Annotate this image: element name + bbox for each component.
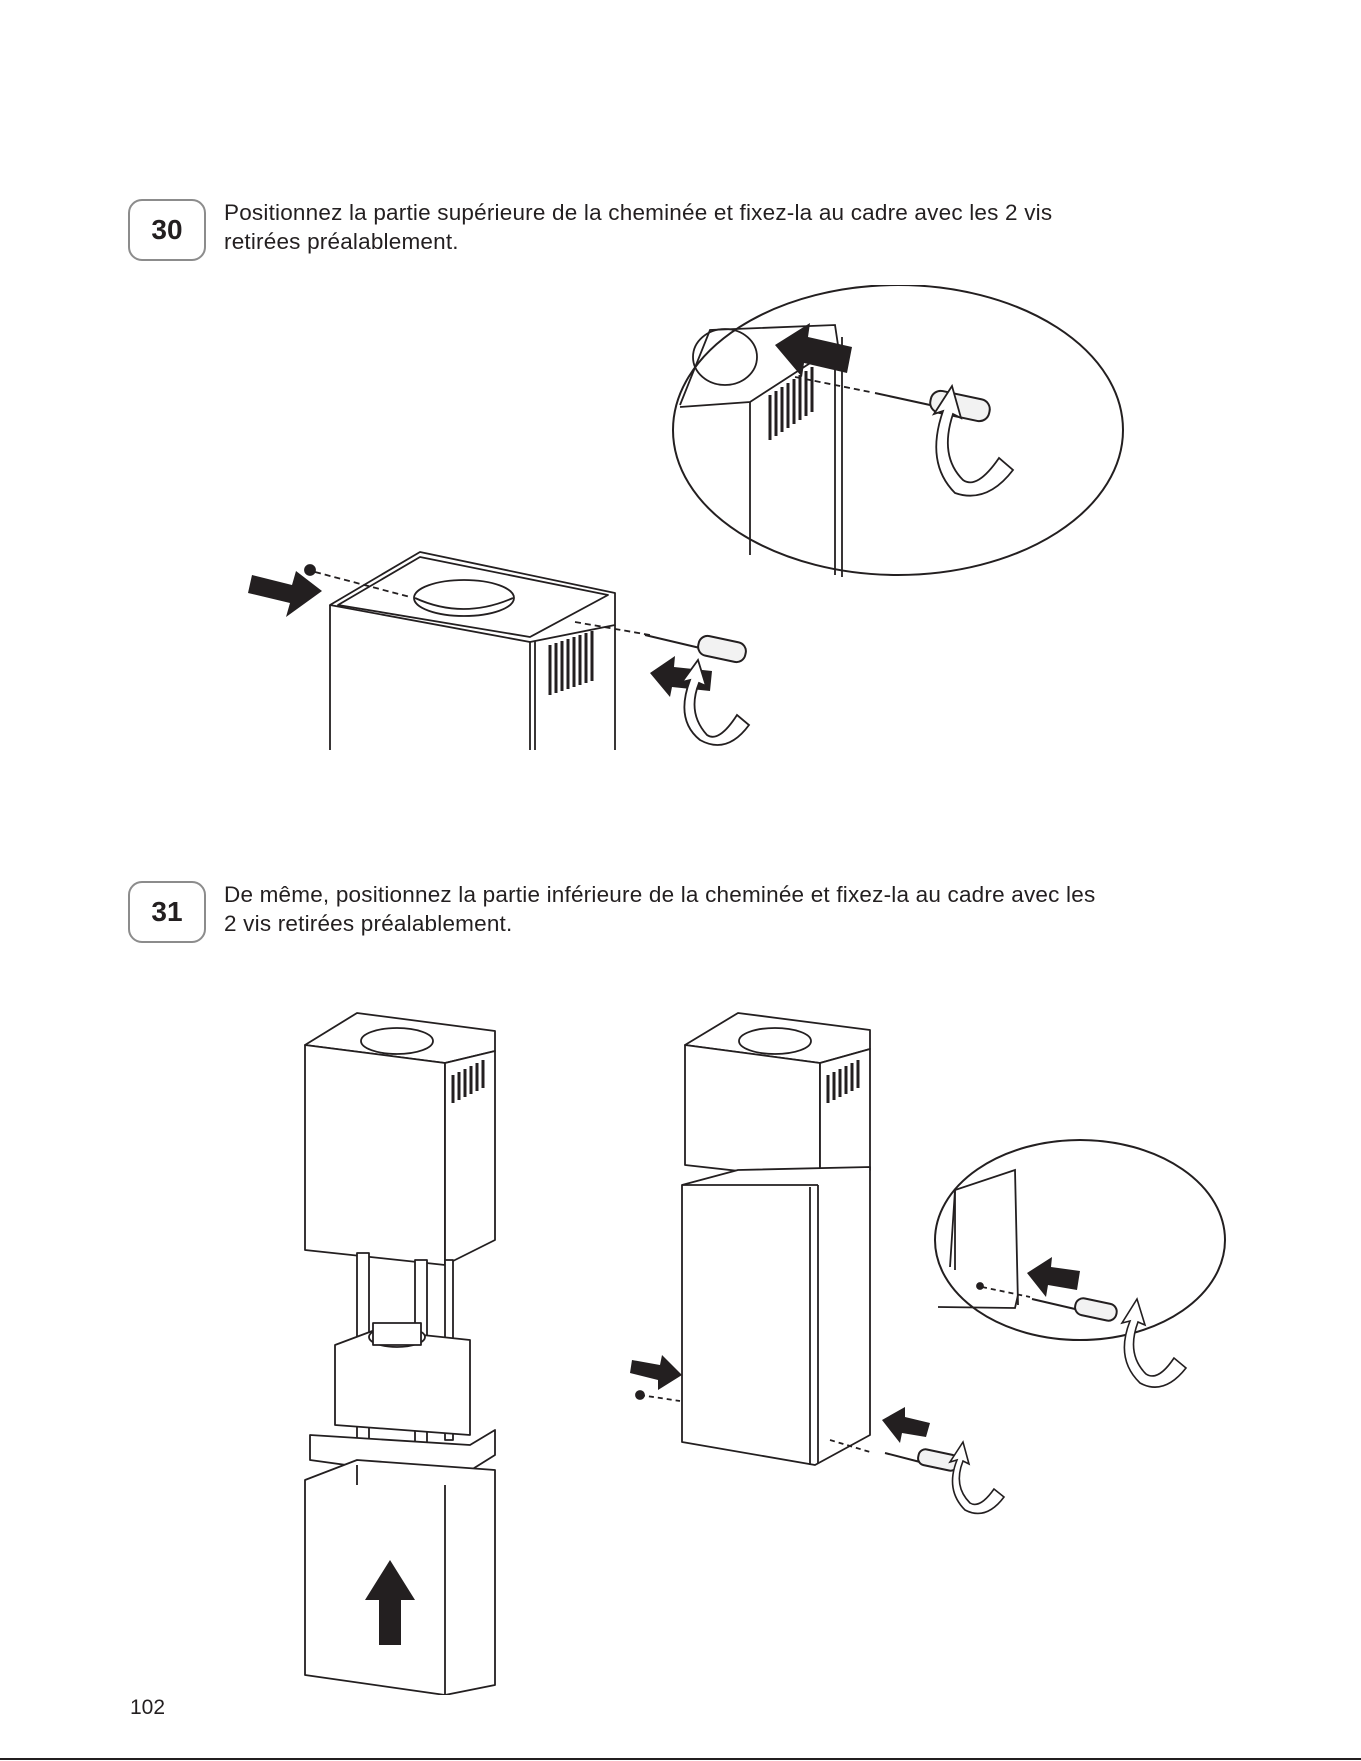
step-instruction: De même, positionnez la partie inférieur… [224,880,1095,938]
instruction-line: De même, positionnez la partie inférieur… [224,880,1095,909]
screwdriver-icon [1032,1297,1118,1322]
arrow-icon [630,1355,682,1390]
arrow-icon [882,1407,930,1443]
upper-chimney-installation-illustration [230,285,1150,755]
rotate-arrow-icon [1122,1299,1186,1387]
screwdriver-icon [885,1448,959,1472]
screwdriver-icon [875,389,992,423]
step-number-badge: 30 [128,199,206,261]
step-instruction: Positionnez la partie supérieure de la c… [224,198,1052,256]
bottom-rule [0,1758,1361,1760]
screwdriver-icon [645,634,748,664]
rotate-arrow-icon [682,660,749,745]
instruction-line: Positionnez la partie supérieure de la c… [224,198,1052,227]
step-number: 31 [151,896,182,928]
arrow-icon [1027,1257,1080,1297]
lower-chimney-fixing-illustration [620,1005,1240,1525]
rotate-arrow-icon [950,1442,1004,1513]
instruction-line: 2 vis retirées préalablement. [224,909,1095,938]
step-number-badge: 31 [128,881,206,943]
arrow-icon [248,571,322,617]
lower-chimney-insertion-illustration [295,1005,515,1695]
page-number: 102 [130,1696,165,1720]
step-number: 30 [151,214,182,246]
instruction-line: retirées préalablement. [224,227,1052,256]
